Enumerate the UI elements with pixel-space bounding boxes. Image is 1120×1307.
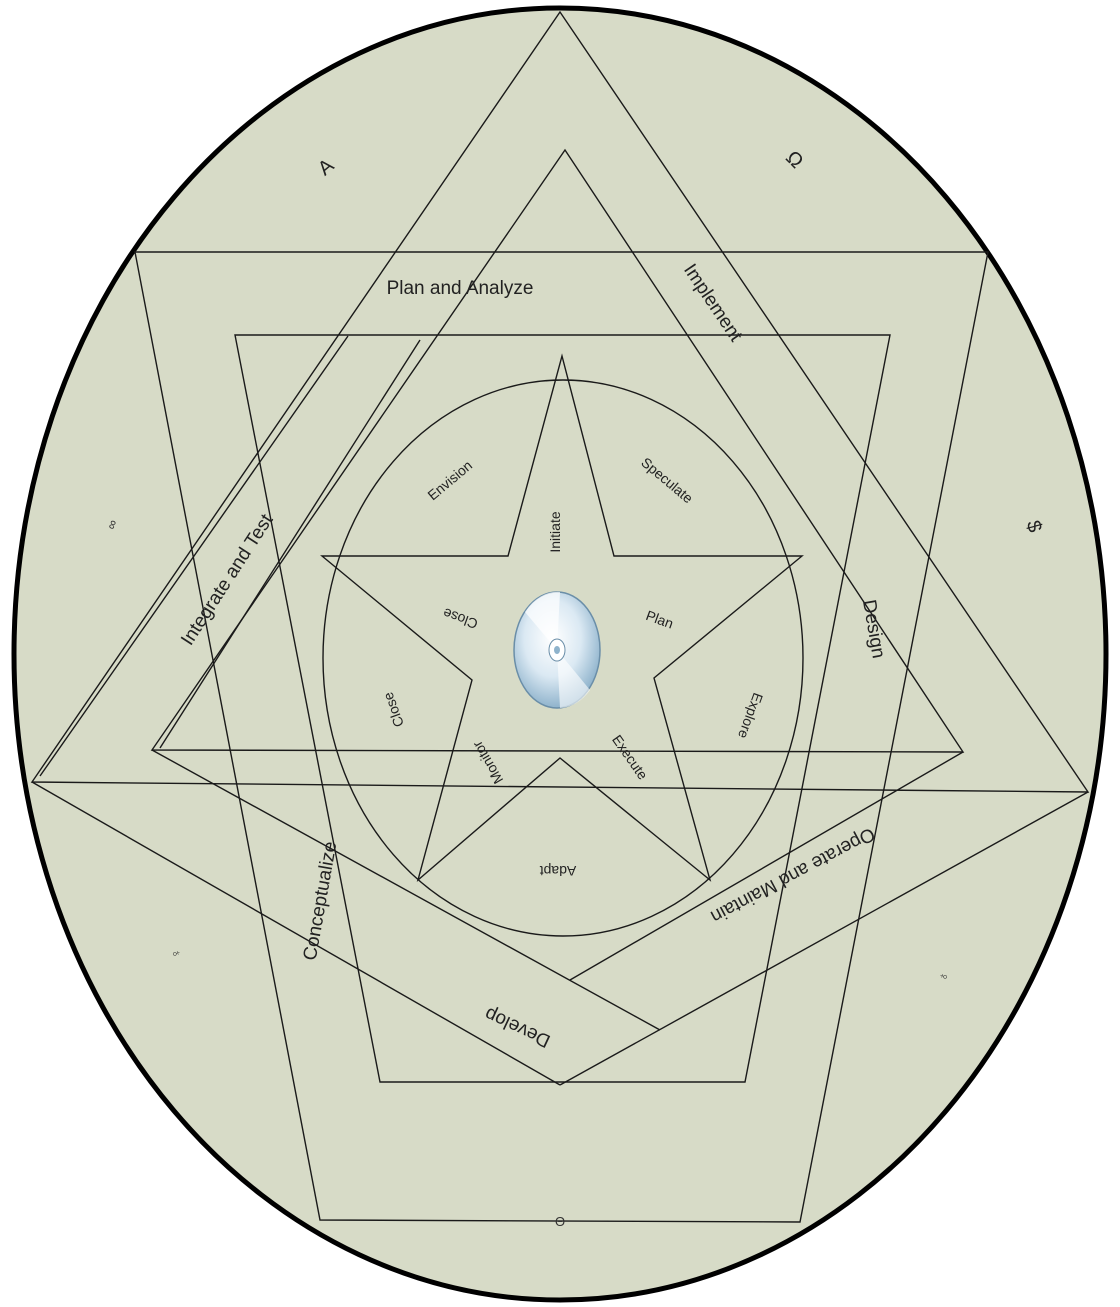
circle-phase-adapt: Adapt bbox=[540, 863, 577, 879]
symbol-theta: Θ bbox=[555, 1214, 565, 1229]
disc-icon bbox=[514, 592, 600, 708]
band-label-plan-and-analyze: Plan and Analyze bbox=[387, 278, 534, 299]
star-phase-initiate: Initiate bbox=[547, 511, 563, 552]
